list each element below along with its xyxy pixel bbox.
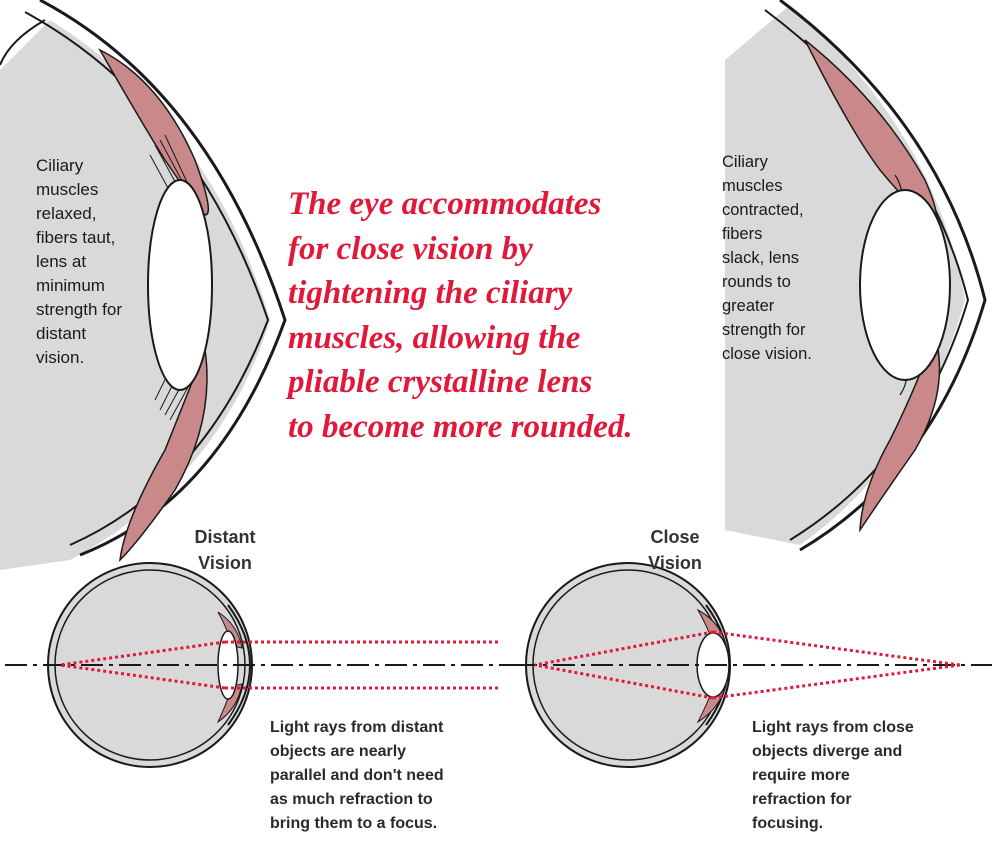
top-right-label: Ciliary muscles contracted, fibers slack… — [722, 150, 852, 366]
center-caption: The eye accommodates for close vision by… — [288, 182, 728, 449]
distant-vision-heading: Distant Vision — [170, 524, 280, 576]
top-left-label: Ciliary muscles relaxed, fibers taut, le… — [36, 154, 156, 370]
distant-vision-note: Light rays from distant objects are near… — [270, 716, 530, 836]
close-vision-heading: Close Vision — [630, 524, 720, 576]
top-left-lens-flat — [148, 180, 212, 390]
close-vision-note: Light rays from close objects diverge an… — [752, 716, 982, 836]
top-right-lens-round — [860, 190, 950, 380]
